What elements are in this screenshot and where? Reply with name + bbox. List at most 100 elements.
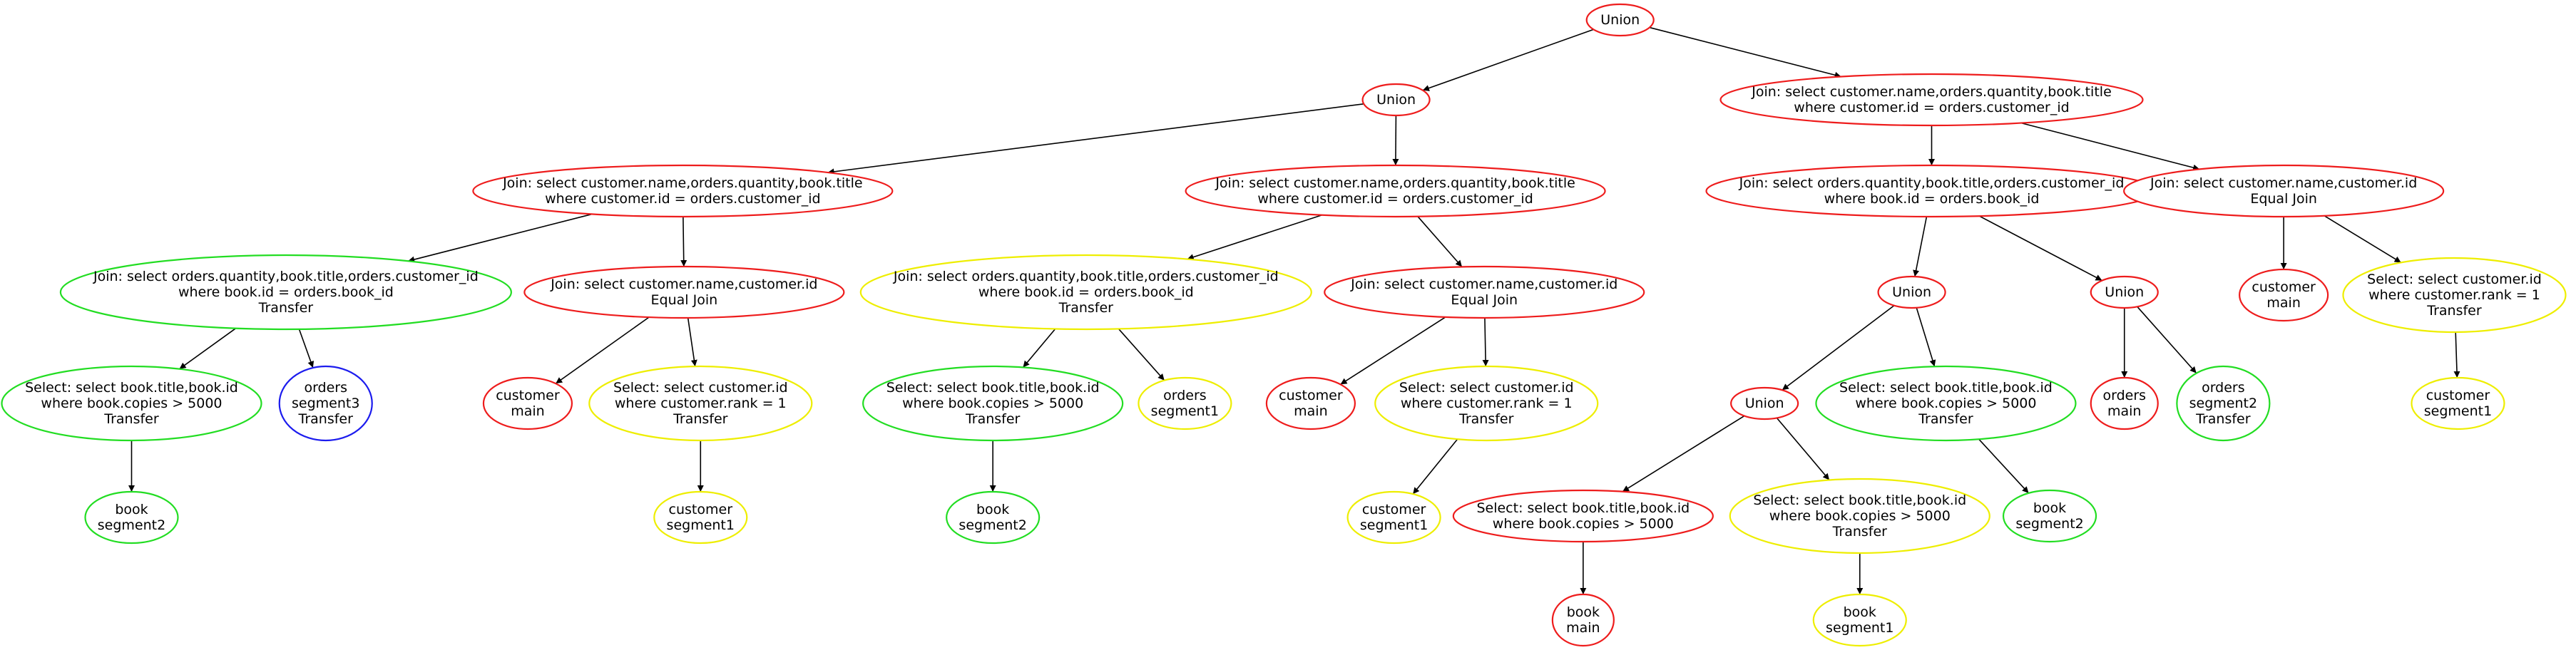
join-node-n8: Join: select orders.quantity,book.title,… (59, 254, 512, 331)
edge-n25-to-n35 (1978, 438, 2030, 494)
node-label-line: where customer.id = orders.customer_id (545, 191, 820, 207)
union-node-n13: Union (2090, 275, 2159, 309)
node-label-line: Equal Join (1451, 292, 1518, 308)
yellow-node-ellipse (1138, 376, 1232, 430)
edge-arrow (1022, 328, 1056, 368)
green-node-ellipse (2176, 365, 2271, 442)
join-node-n5: Join: select customer.name,orders.quanti… (1719, 73, 2144, 127)
node-label-line: where customer.rank = 1 (1401, 396, 1573, 411)
red-node-ellipse (2123, 164, 2445, 218)
edge-arrow (827, 103, 1364, 175)
node-label-line: segment1 (2424, 403, 2492, 419)
yellow-node-ellipse (1812, 593, 1907, 647)
node-label-line: orders (304, 380, 347, 396)
edge-arrow (407, 213, 593, 263)
node-label-line: orders (2102, 388, 2146, 403)
edge-n23-to-n32 (1412, 438, 1458, 495)
edge-arrow (1422, 29, 1594, 91)
node-label-line: main (1566, 620, 1600, 636)
node-label-line: orders (1163, 388, 1207, 403)
yellow-node-ellipse (1374, 365, 1599, 442)
red-node-ellipse (1361, 83, 1431, 117)
edge-n13-to-n27 (2137, 306, 2197, 374)
node-label-line: Join: select customer.name,orders.quanti… (502, 175, 863, 191)
node-label-line: segment2 (2189, 396, 2257, 411)
edge-arrow (1913, 216, 1928, 277)
node-label-line: where book.copies > 5000 (1769, 508, 1951, 524)
edge-arrow (680, 216, 688, 267)
edge-n12-to-n24 (1782, 305, 1895, 391)
node-label-line: customer (669, 502, 733, 517)
edge-arrow (1187, 214, 1322, 261)
edge-n1-to-n5 (1649, 26, 1841, 78)
join-node-n10: Join: select orders.quantity,book.title,… (859, 254, 1312, 331)
node-label-line: Transfer (1458, 411, 1514, 427)
node-label-line: segment2 (98, 517, 165, 533)
yellow-node-ellipse (1346, 490, 1441, 545)
edge-arrow (1978, 438, 2030, 494)
node-label-line: Union (1376, 92, 1416, 108)
edge-n10-to-n20 (1022, 328, 1056, 368)
edge-arrow (1340, 316, 1446, 385)
node-label-line: Select: select customer.id (613, 380, 788, 396)
join-node-n11: Join: select customer.name,customer.idEq… (2123, 164, 2445, 218)
node-label-line: Select: select book.title,book.id (886, 380, 1100, 396)
red-node-ellipse (2239, 268, 2329, 322)
node-label-line: main (2107, 403, 2141, 419)
node-label-line: Join: select orders.quantity,book.title,… (893, 269, 1279, 284)
edge-n24-to-n33 (1622, 415, 1745, 492)
join-node-n3: Join: select customer.name,orders.quanti… (472, 164, 894, 218)
node-label-line: Transfer (1918, 411, 1973, 427)
edge-n7-to-n19 (687, 317, 697, 367)
node-label-line: Join: select customer.name,orders.quanti… (1215, 175, 1575, 191)
node-label-line: where customer.rank = 1 (615, 396, 787, 411)
node-label-line: segment2 (959, 517, 1026, 533)
edge-arrow (1782, 305, 1895, 391)
edge-n24-to-n34 (1776, 417, 1830, 480)
edge-n6-to-n13 (1979, 215, 2102, 282)
edge-arrow (2453, 331, 2460, 378)
node-label-line: segment1 (1360, 517, 1428, 533)
node-label-line: where customer.id = orders.customer_id (1794, 100, 2069, 115)
node-label-line: Transfer (2426, 303, 2482, 319)
edge-layer (128, 26, 2460, 594)
yellow-node-ellipse (859, 254, 1312, 331)
edge-arrow (1649, 26, 1841, 78)
red-node-ellipse (1324, 265, 1645, 319)
node-label-line: Join: select customer.name,customer.id (550, 277, 817, 292)
node-label-line: where book.copies > 5000 (1855, 396, 2036, 411)
node-label-line: Union (1600, 12, 1640, 28)
node-label-line: main (1294, 403, 1327, 419)
node-label-line: Join: select customer.name,customer.id (2150, 175, 2417, 191)
node-label-line: segment3 (292, 396, 359, 411)
node-label-line: Transfer (1832, 524, 1888, 540)
edge-n3-to-n8 (407, 213, 593, 263)
edge-arrow (1979, 215, 2102, 282)
edge-n7-to-n18 (555, 316, 650, 384)
node-label-line: Transfer (258, 300, 314, 316)
node-label-line: Transfer (673, 411, 728, 427)
node-label-line: customer (496, 388, 560, 403)
edge-arrow (1776, 417, 1830, 480)
node-label-line: customer (1362, 502, 1426, 517)
join-node-n4: Join: select customer.name,orders.quanti… (1185, 164, 1606, 218)
node-label-line: Equal Join (2250, 191, 2317, 207)
yellow-node-ellipse (1729, 478, 1990, 554)
node-label-line: Union (1892, 284, 1931, 300)
red-node-ellipse (1452, 489, 1714, 543)
union-node-n12: Union (1877, 275, 1946, 309)
join-node-n6: Join: select orders.quantity,book.title,… (1705, 164, 2158, 218)
